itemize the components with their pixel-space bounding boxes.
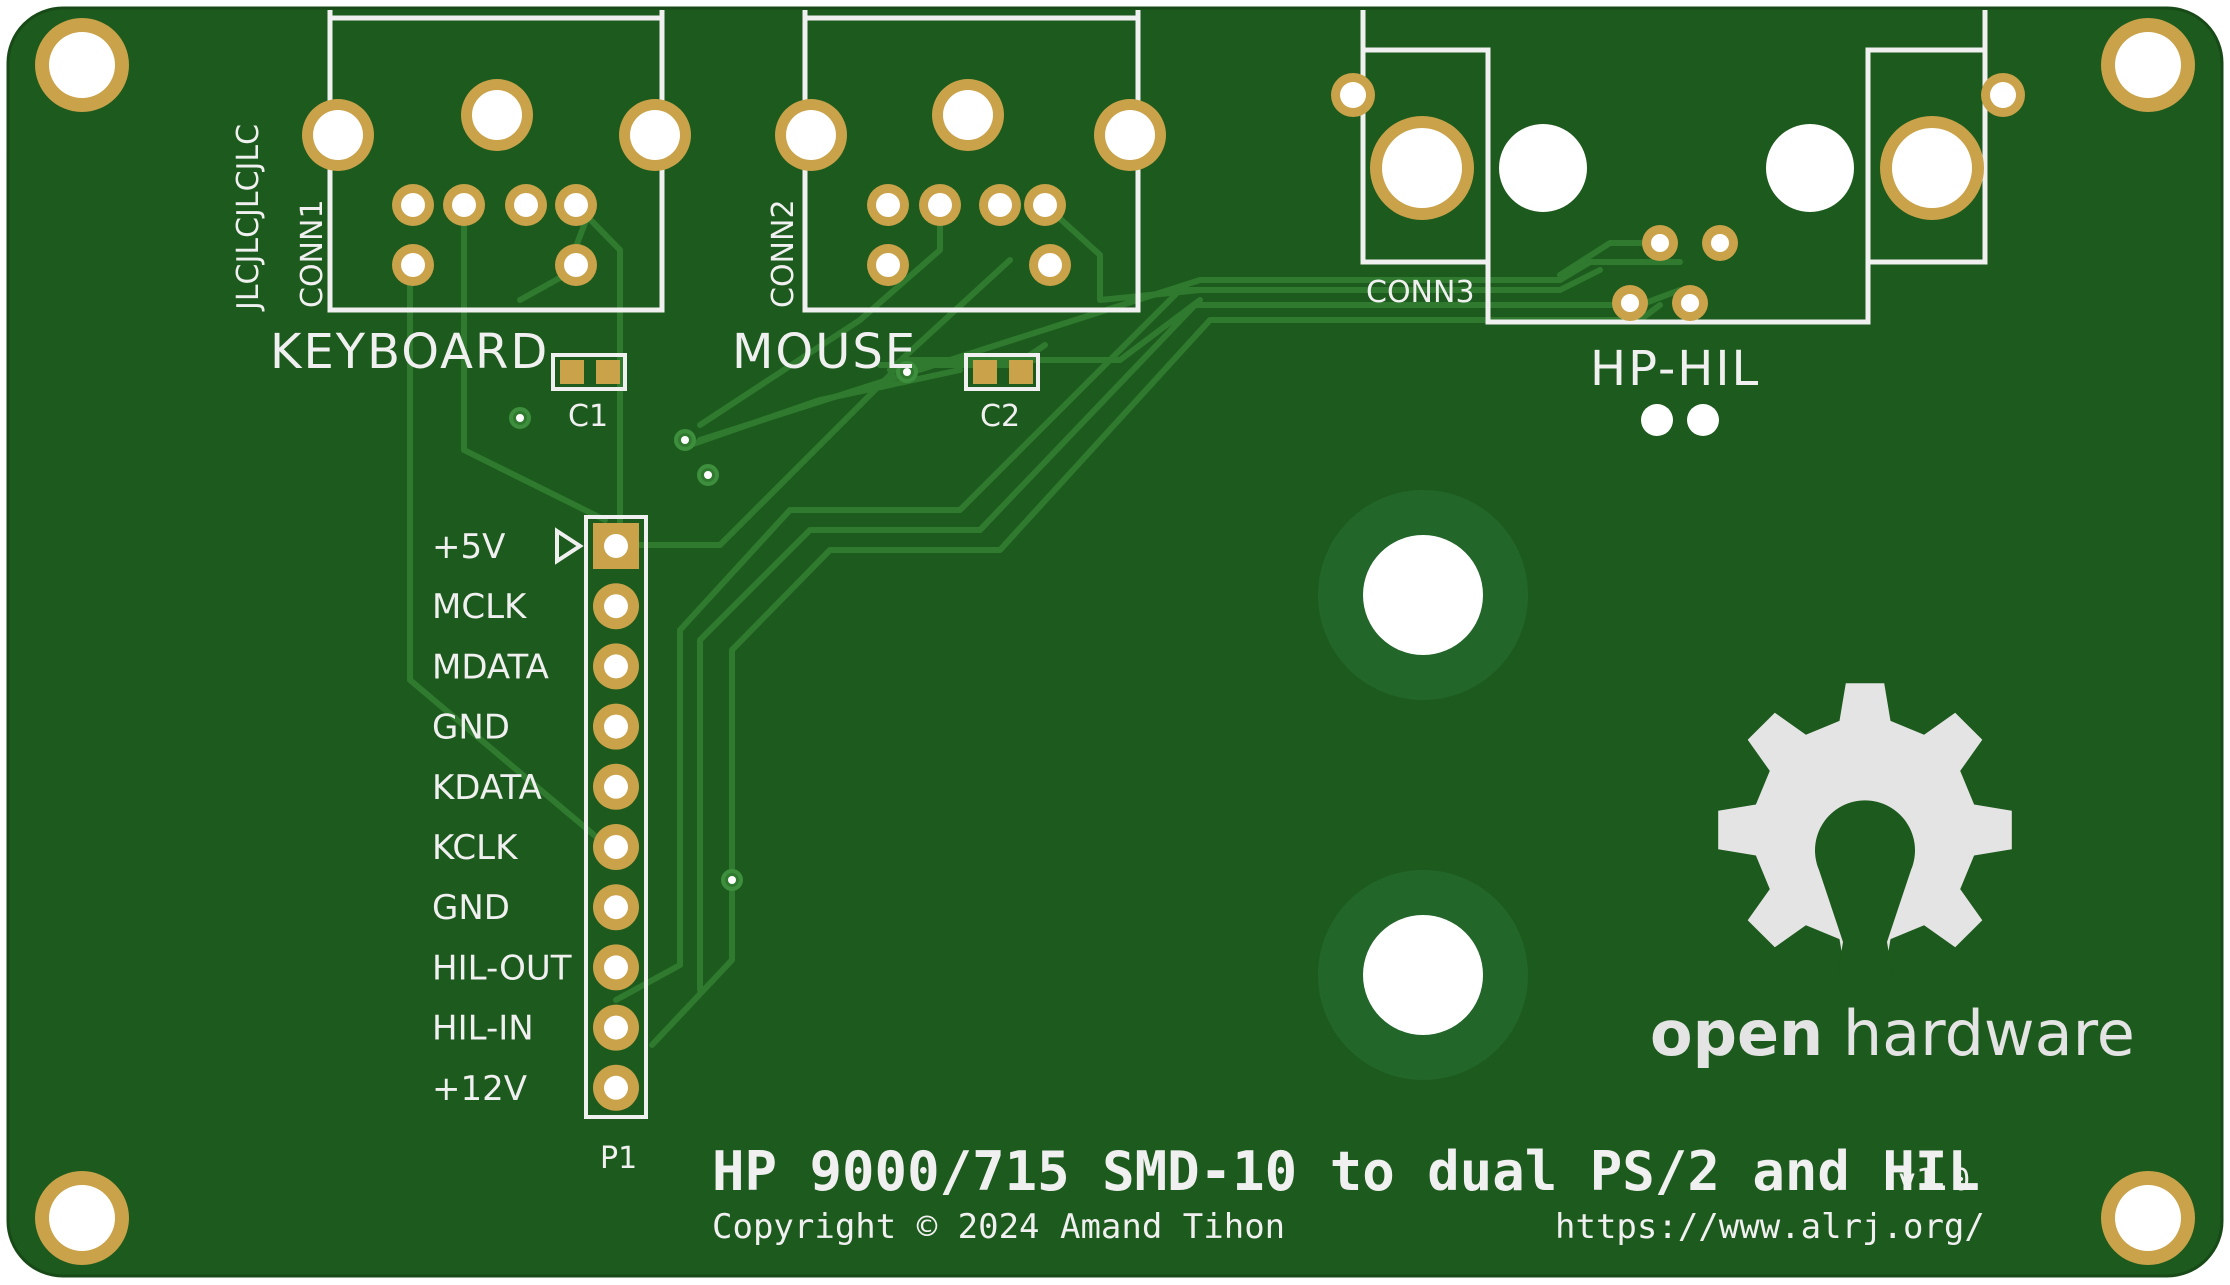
- project-url: https://www.alrj.org/: [1555, 1207, 1985, 1247]
- hphil-label: HP-HIL: [1590, 341, 1760, 397]
- pin-label: HIL-IN: [432, 1009, 534, 1049]
- pin-label-list: +5V MCLK MDATA GND KDATA KCLK GND HIL-OUT HIL-IN…: [432, 527, 572, 1109]
- keyboard-label: KEYBOARD: [270, 324, 549, 380]
- pin1-marker-icon: [555, 527, 584, 565]
- pin-label: GND: [432, 708, 510, 748]
- conn2-refdes: CONN2: [766, 199, 801, 308]
- capacitor-c2: [964, 353, 1040, 391]
- header-pin: [593, 1064, 639, 1111]
- conn3-hphil-footprint: [1331, 10, 2025, 436]
- mounting-hole-bl: [35, 1171, 129, 1265]
- conn2-mouse-footprint: [775, 10, 1166, 313]
- c1-refdes: C1: [568, 399, 608, 434]
- header-pin: [593, 884, 639, 931]
- mounting-hole-tl: [35, 18, 129, 112]
- pin-label: MCLK: [432, 587, 528, 627]
- npth-hole-upper: [1318, 490, 1528, 700]
- pin-label: GND: [432, 888, 510, 928]
- mouse-label: MOUSE: [732, 324, 917, 380]
- open-hardware-gear-icon: [1718, 683, 2012, 990]
- open-hardware-text: open hardware: [1650, 997, 2135, 1070]
- p1-refdes: P1: [600, 1141, 637, 1176]
- p1-pin-header: [555, 515, 648, 1119]
- header-pin: [593, 703, 639, 750]
- conn1-keyboard-footprint: [302, 10, 691, 313]
- pin-label: KCLK: [432, 828, 519, 868]
- mounting-hole-br: [2101, 1171, 2195, 1265]
- pin-label: HIL-OUT: [432, 948, 572, 988]
- jlc-order-placeholder: JLCJLCJLCJLC: [231, 124, 266, 312]
- header-pin: [593, 1004, 639, 1051]
- header-pin: [593, 643, 639, 690]
- pcb-substrate: [6, 6, 2224, 1278]
- copyright-text: Copyright © 2024 Amand Tihon: [712, 1207, 1285, 1247]
- c2-refdes: C2: [980, 399, 1020, 434]
- header-pin: [593, 763, 639, 810]
- header-pin: [593, 944, 639, 991]
- board-version: v1.0: [1898, 1163, 1970, 1198]
- pin-label: KDATA: [432, 768, 542, 808]
- npth-hole-lower: [1318, 870, 1528, 1080]
- pin-label: MDATA: [432, 647, 549, 687]
- pin-label: +5V: [432, 527, 505, 567]
- conn3-refdes: CONN3: [1366, 275, 1475, 310]
- mounting-hole-tr: [2101, 18, 2195, 112]
- pin-label: +12V: [432, 1069, 527, 1109]
- board-title: HP 9000/715 SMD-10 to dual PS/2 and HIL: [712, 1140, 1980, 1203]
- header-pin: [593, 824, 639, 870]
- capacitor-c1: [551, 353, 627, 391]
- header-pin: [593, 583, 639, 630]
- mounting-holes: [35, 18, 2195, 1265]
- header-pin: [593, 523, 639, 569]
- conn1-refdes: CONN1: [295, 199, 330, 308]
